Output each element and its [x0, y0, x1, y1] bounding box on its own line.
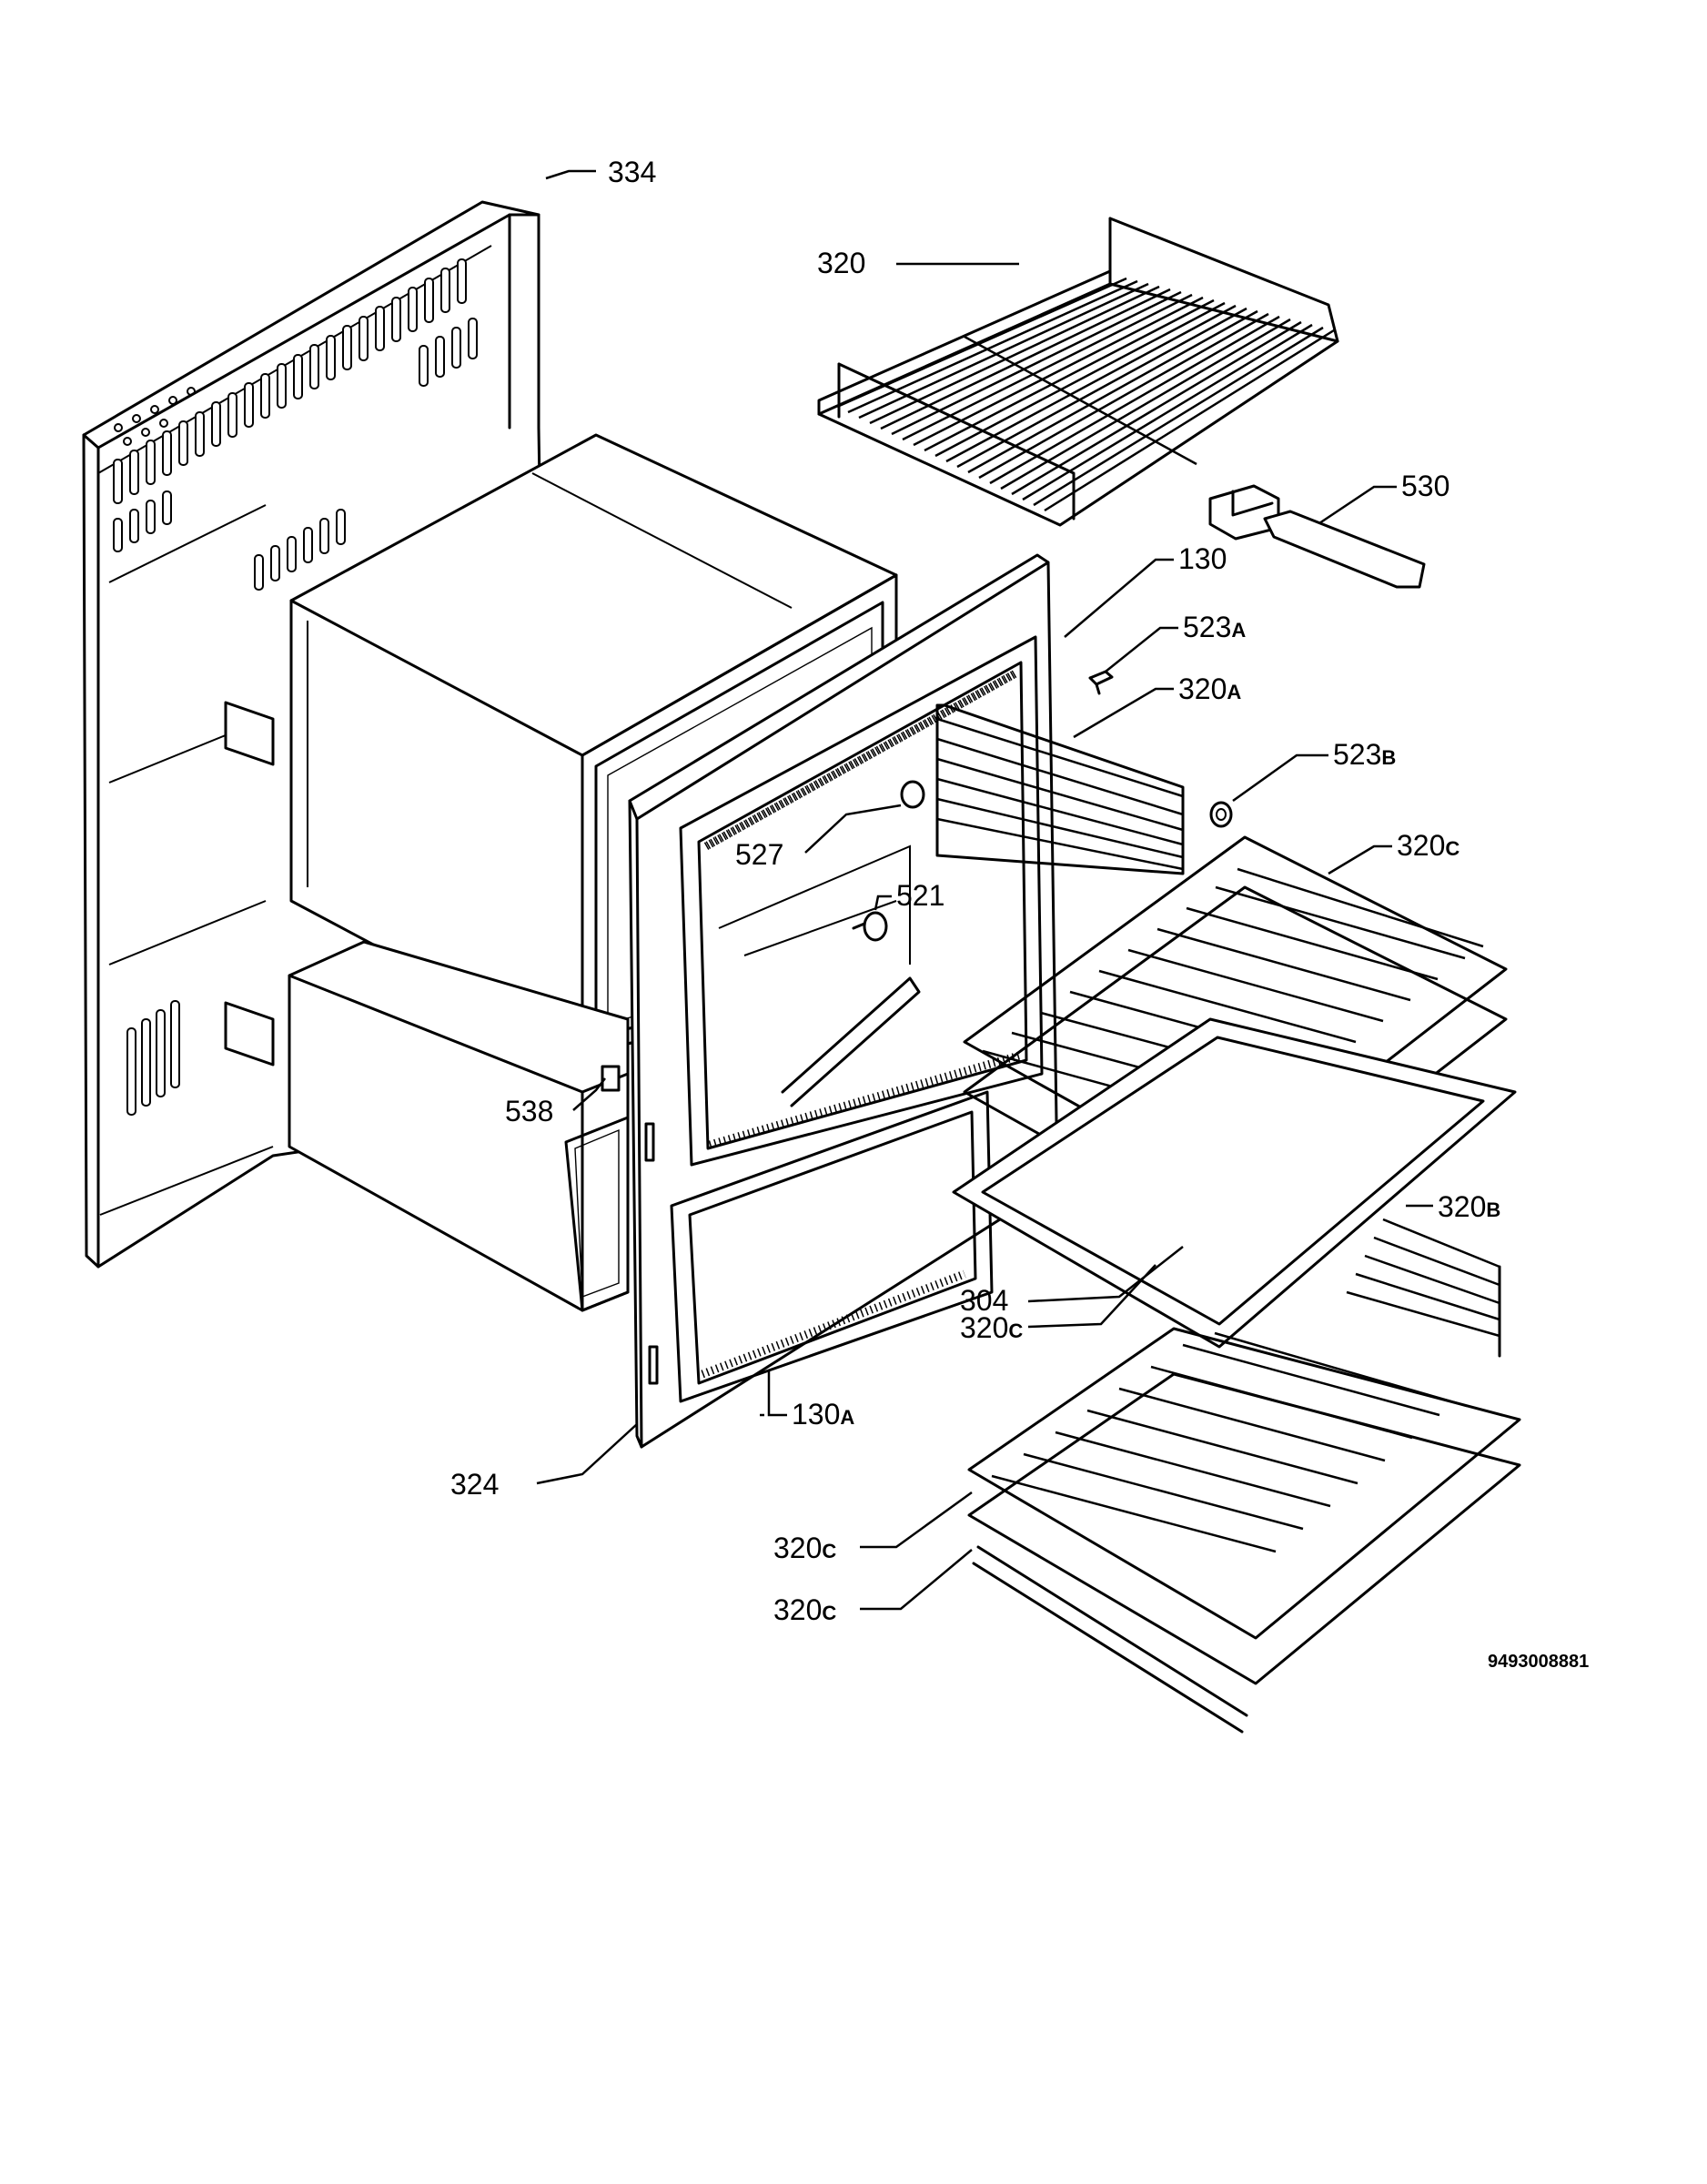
callout-320a-suffix: A — [1227, 681, 1241, 703]
part-523a-screw — [1088, 670, 1114, 695]
part-523b-knob — [1209, 801, 1233, 828]
part-538-clip — [601, 1065, 621, 1092]
callout-304: 304 — [960, 1284, 1008, 1317]
callout-130a: 130A — [792, 1398, 854, 1431]
callout-530: 530 — [1401, 470, 1449, 502]
callout-320c-4-suffix: C — [822, 1602, 836, 1624]
callout-320c-1-suffix: C — [1445, 837, 1460, 860]
callout-130a-suffix: A — [840, 1406, 854, 1429]
callout-523b-suffix: B — [1381, 746, 1396, 769]
document-number: 9493008881 — [1488, 1652, 1589, 1672]
part-521-lamp-cover — [852, 911, 888, 942]
callout-538: 538 — [505, 1095, 553, 1127]
callout-320c-2: 320C — [960, 1311, 1023, 1344]
callout-320c-3: 320C — [773, 1532, 836, 1564]
callout-320c-2-suffix: C — [1008, 1320, 1023, 1342]
callout-130: 130 — [1178, 542, 1227, 575]
callout-320c-3-suffix: C — [822, 1540, 836, 1562]
part-527-lamp — [900, 780, 925, 809]
callout-320c-1: 320C — [1397, 829, 1460, 862]
rack-lower-rods — [991, 1331, 1468, 1553]
part-320c-rack-lower — [967, 1327, 1521, 1734]
callout-320b-number: 320 — [1438, 1190, 1486, 1223]
part-320b-side-rails — [1346, 1218, 1501, 1358]
callout-320a: 320A — [1178, 672, 1241, 705]
part-320-wire-shelf — [817, 217, 1339, 527]
oven-cavity-lower — [288, 940, 630, 1312]
callout-320c-4-number: 320 — [773, 1593, 822, 1626]
callout-320b: 320B — [1438, 1190, 1500, 1223]
callout-523a-suffix: A — [1231, 619, 1246, 642]
rear-panel-vents — [113, 258, 478, 1116]
callout-527: 527 — [735, 838, 783, 871]
callout-523b-number: 523 — [1333, 738, 1381, 771]
part-320a-side-rack — [935, 703, 1185, 875]
rear-panel-holes — [114, 387, 196, 446]
callout-523a-number: 523 — [1183, 611, 1231, 643]
callout-320c-4: 320C — [773, 1593, 836, 1626]
callout-521: 521 — [896, 879, 944, 912]
callout-320c-1-number: 320 — [1397, 829, 1445, 862]
callout-320b-suffix: B — [1486, 1198, 1500, 1221]
part-530-handle — [1208, 484, 1426, 589]
callout-320c-3-number: 320 — [773, 1532, 822, 1564]
callout-130a-number: 130 — [792, 1398, 840, 1431]
callout-320: 320 — [817, 247, 865, 279]
part-324-front-frame — [628, 553, 1059, 1449]
callout-labels: 334 320 530 130 523A 320A 523B 320C 527 … — [450, 156, 1589, 1672]
rear-panel-hinge-brackets — [224, 701, 275, 1067]
callout-320a-number: 320 — [1178, 672, 1227, 705]
wire-shelf-rods — [836, 277, 1335, 512]
callout-523a: 523A — [1183, 611, 1246, 643]
part-304-baking-tray — [952, 1017, 1517, 1349]
callout-523b: 523B — [1333, 738, 1396, 771]
leader-lines — [536, 169, 1433, 1611]
callout-324: 324 — [450, 1468, 499, 1501]
callout-334: 334 — [608, 156, 656, 188]
callout-320c-2-number: 320 — [960, 1311, 1008, 1344]
